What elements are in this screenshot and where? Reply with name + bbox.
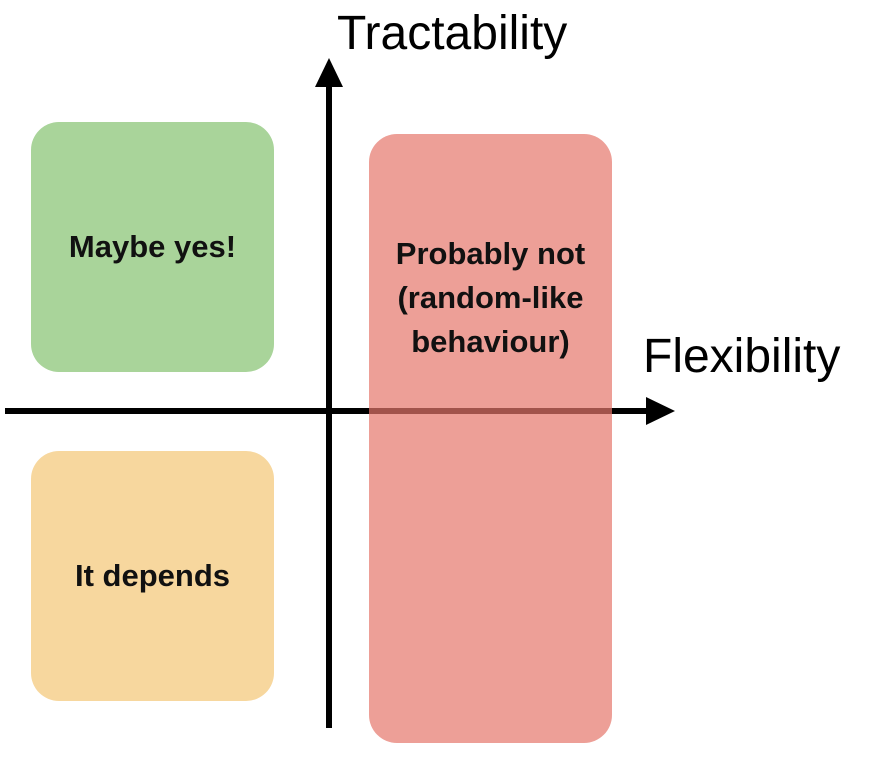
quadrant-right-line: Probably not [395,236,586,271]
y-axis-arrowhead [315,58,343,87]
quadrant-right-box: Probably not (random-like behaviour) [369,134,612,743]
quadrant-bottom-left-box: It depends [31,451,274,701]
quadrant-right-line: behaviour) [411,324,570,359]
quadrant-top-left-box: Maybe yes! [31,122,274,372]
y-axis-label: Tractability [337,7,568,60]
x-axis-arrowhead [646,397,675,425]
x-axis-label: Flexibility [643,330,841,383]
quadrant-right-text: Probably not (random-like behaviour) [396,232,585,364]
quadrant-top-left-label: Maybe yes! [68,229,237,264]
quadrant-bottom-left-label: It depends [74,558,230,593]
quadrant-right-line: (random-like [397,280,584,315]
